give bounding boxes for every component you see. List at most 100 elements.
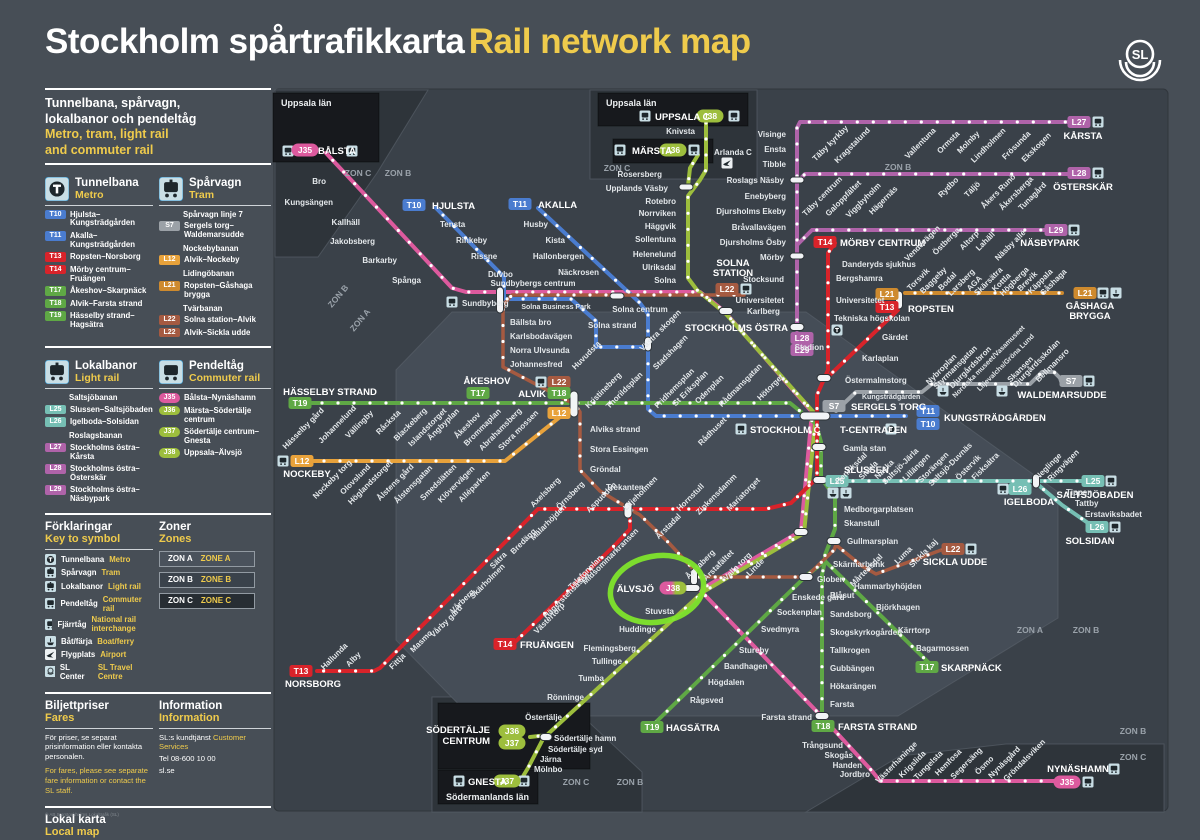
station-dot: [978, 382, 982, 386]
station-dot: [815, 423, 819, 427]
station-dot: [364, 193, 368, 197]
line-route-label: Slussen–Saltsjöbaden: [70, 404, 153, 414]
station-dot: [943, 228, 947, 232]
zone-en: ZONE C: [200, 596, 232, 606]
station-dot: [512, 401, 516, 405]
station-dot: [507, 536, 511, 540]
station-dot: [805, 462, 809, 466]
svg-text:L25: L25: [1086, 476, 1101, 486]
county-label: Uppsala län: [281, 98, 332, 108]
station-dot: [877, 326, 881, 330]
station-dot: [802, 173, 806, 177]
station-dot: [826, 345, 830, 349]
station-dot: [676, 551, 681, 556]
map-line-badge: S7: [1059, 375, 1083, 387]
localmap-title-sv: Lokal karta: [45, 813, 106, 826]
station-dot: [947, 479, 951, 483]
station-dot: [704, 153, 708, 157]
station-dot: [758, 414, 762, 418]
station-dot: [588, 567, 593, 571]
station-dot: [625, 289, 629, 293]
station-dot: [795, 318, 799, 322]
map-line-badge: T17: [915, 661, 939, 673]
terminal-label: BRYGGA: [1069, 311, 1110, 322]
station-dot: [879, 779, 883, 783]
station-dot: [841, 549, 845, 553]
station-dot: [867, 479, 871, 483]
station-dot: [602, 492, 606, 496]
map-line-badge: J37: [498, 736, 526, 750]
mode-title-en: Commuter rail: [189, 372, 261, 385]
station-dot: [983, 120, 987, 124]
station-dot: [801, 510, 805, 514]
station-dot: [833, 523, 837, 527]
station-dot: [951, 120, 955, 124]
info-website[interactable]: sl.se: [159, 766, 175, 776]
station-dot: [370, 459, 374, 463]
station-dot: [820, 697, 824, 701]
station-label: Medborgarplatsen: [844, 505, 913, 514]
station-dot: [913, 291, 917, 295]
tram-icon: [45, 580, 56, 592]
station-label: Trångsund: [802, 741, 843, 750]
station-dot: [563, 290, 567, 294]
station-label: Mölnbo: [534, 765, 563, 774]
line-route-label: Alvik–Farsta strand: [70, 298, 143, 308]
station-label: Visinge: [758, 130, 787, 139]
line-route-label: Södertälje centrum–Gnesta: [184, 427, 259, 445]
station-dot: [559, 507, 563, 511]
station-dot: [636, 293, 640, 297]
station-dot: [815, 471, 819, 475]
station-label: Djursholms Ösby: [720, 238, 787, 247]
mode-title-en: Metro: [75, 188, 104, 201]
station-dot: [911, 558, 915, 563]
terminal-label: SOLNA: [716, 258, 749, 269]
interchange-pill: [789, 252, 805, 260]
station-dot: [1043, 479, 1047, 483]
station-dot: [739, 329, 743, 333]
station-dot: [483, 290, 487, 294]
station-dot: [441, 213, 445, 217]
map-line-badge: L22: [547, 376, 571, 388]
zone-c-area: [804, 743, 1165, 813]
station-label: Farsta: [830, 700, 855, 709]
station-dot: [521, 375, 525, 380]
line-route-label: Alvik–Nockeby: [184, 255, 240, 265]
terminal-label: SOLSIDAN: [1065, 536, 1114, 547]
station-dot: [509, 294, 513, 299]
station-label: Alviks strand: [590, 425, 640, 434]
line-route-label: Bålsta–Nynäshamn: [184, 393, 256, 403]
tram-mode-icon: [45, 360, 69, 385]
station-dot: [763, 356, 767, 360]
map-line-badge: T10: [402, 199, 426, 211]
station-dot: [760, 353, 764, 357]
fares-text-en: For fares, please see separate fare info…: [45, 766, 148, 795]
station-dot: [815, 439, 819, 443]
station-dot: [518, 525, 522, 529]
svg-text:L22: L22: [720, 284, 735, 294]
station-dot: [876, 611, 880, 615]
station-dot: [1063, 120, 1067, 124]
station-dot: [929, 291, 933, 295]
station-dot: [383, 661, 387, 665]
station-dot: [543, 213, 547, 217]
station-dot: [578, 245, 583, 250]
station-label: Rotebro: [645, 197, 676, 206]
terminal-label: ROPSTEN: [908, 304, 954, 315]
title-english: Rail network map: [468, 22, 751, 61]
station-dot: [784, 401, 788, 405]
station-dot: [797, 408, 801, 413]
station-dot: [611, 544, 616, 549]
station-dot: [781, 377, 785, 381]
interchange-pill: [789, 323, 805, 331]
station-dot: [870, 414, 874, 418]
station-dot: [720, 401, 724, 405]
station-label: Östertälje: [525, 713, 562, 722]
station-dot: [615, 345, 619, 349]
intro-sv-2: lokalbanor och pendeltåg: [45, 111, 197, 126]
station-label: Djursholms Ekeby: [716, 207, 786, 216]
station-dot: [708, 298, 712, 302]
station-dot: [524, 442, 528, 446]
